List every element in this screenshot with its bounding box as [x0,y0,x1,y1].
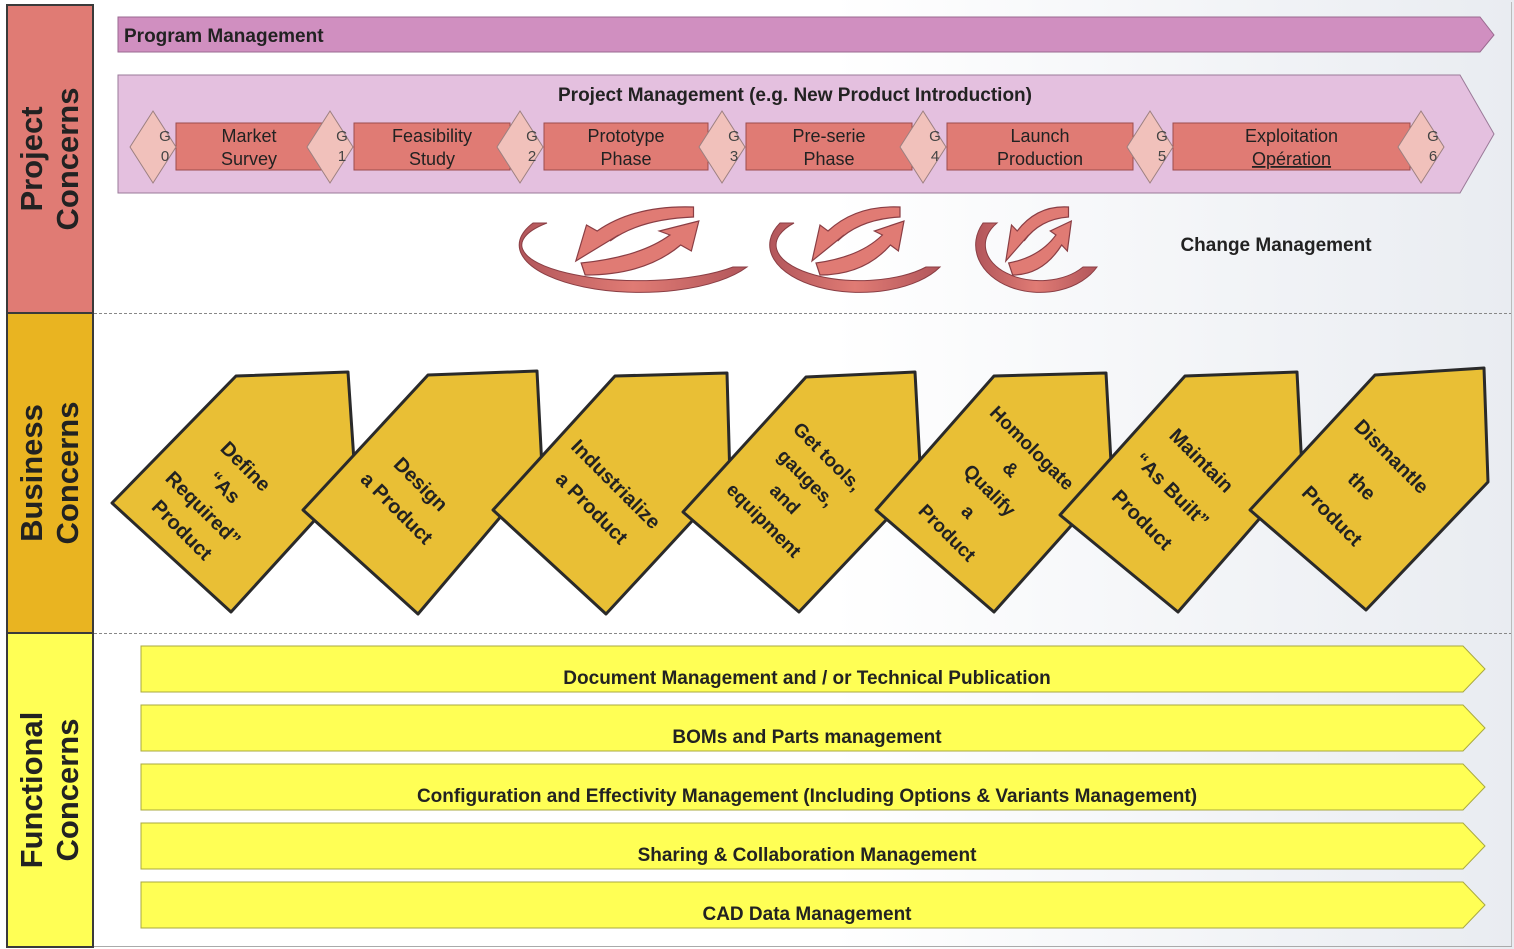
cycle-arrow [1007,219,1073,276]
phase-label: Production [997,149,1083,169]
functional-label: Document Management and / or Technical P… [563,668,1050,689]
gate-diamond [496,110,544,184]
separator-line [94,313,1512,314]
gate-label: 1 [338,148,346,165]
separator-line [94,633,1512,634]
business-step: Maintain“As Built”Product [1058,370,1304,614]
business-step-shape [681,370,923,614]
gate-diamond [129,110,177,184]
cycle-arrows-icon [518,206,749,293]
phase-label: Pre-serie [792,126,865,146]
business-step-shape [1248,366,1490,612]
phase-box [1172,122,1411,171]
phase-label: Opération [1252,149,1331,169]
cycle-swoosh [975,222,1098,293]
phase-box [745,122,913,171]
phase-label: Phase [600,149,651,169]
gate-diamond [1397,110,1445,184]
cycle-arrows-icon [769,206,942,293]
functional-arrow [140,645,1486,693]
functional-label: CAD Data Management [702,904,912,925]
business-step-shape [110,370,357,614]
phase-label: Survey [221,149,277,169]
functional-label: BOMs and Parts management [672,727,942,748]
phase-label: Prototype [587,126,664,146]
gate-label: 5 [1158,148,1166,165]
business-step-shape [301,369,544,616]
business-step-shape [1058,370,1304,614]
program-management-arrow [117,16,1495,53]
gate-diamond [698,110,746,184]
gate-label: G [1427,128,1439,145]
gate-label: G [159,128,171,145]
gate-label: 2 [528,148,536,165]
phase-label: Feasibility [392,126,472,146]
cycle-arrow [815,220,905,276]
phase-label: Market [221,126,276,146]
cycle-arrow [580,220,700,276]
gate-diamond [306,110,354,184]
cycle-arrows-icon [975,206,1098,293]
gate-label: G [929,128,941,145]
gate-diamond [899,110,947,184]
frame-edge [1511,2,1512,947]
functional-arrow [140,822,1486,870]
gate-label: G [336,128,348,145]
phase-label: Study [409,149,455,169]
gate-label: G [526,128,538,145]
phase-label: Exploitation [1245,126,1338,146]
project-management-title: Project Management (e.g. New Product Int… [558,85,1032,106]
frame-edge [94,946,1512,947]
gate-label: G [728,128,740,145]
phase-label: Launch [1010,126,1069,146]
gate-diamond [1126,110,1174,184]
phase-box [946,122,1134,171]
gate-label: G [1156,128,1168,145]
functional-arrows: Document Management and / or Technical P… [140,645,1486,929]
phase-box [353,122,511,171]
phase-box [543,122,709,171]
cycle-swoosh [769,222,942,293]
functional-arrow [140,704,1486,752]
program-management-label: Program Management [124,26,324,47]
change-management-icons [518,206,1098,293]
functional-label: Configuration and Effectivity Management… [417,786,1197,807]
business-step-shape [491,371,732,616]
gate-label: 0 [161,148,169,165]
business-step-shape [874,371,1114,614]
cycle-arrow [811,206,901,263]
gate-label: 4 [931,148,939,165]
functional-arrow [140,763,1486,811]
cycle-swoosh [518,222,749,293]
gate-label: 6 [1429,148,1437,165]
phase-label: Phase [803,149,854,169]
change-management-label: Change Management [1180,235,1372,256]
cycle-arrow [1004,206,1070,263]
functional-arrow [140,881,1486,929]
functional-label: Sharing & Collaboration Management [638,845,978,866]
cycle-arrow [574,206,695,263]
gate-label: 3 [730,148,738,165]
